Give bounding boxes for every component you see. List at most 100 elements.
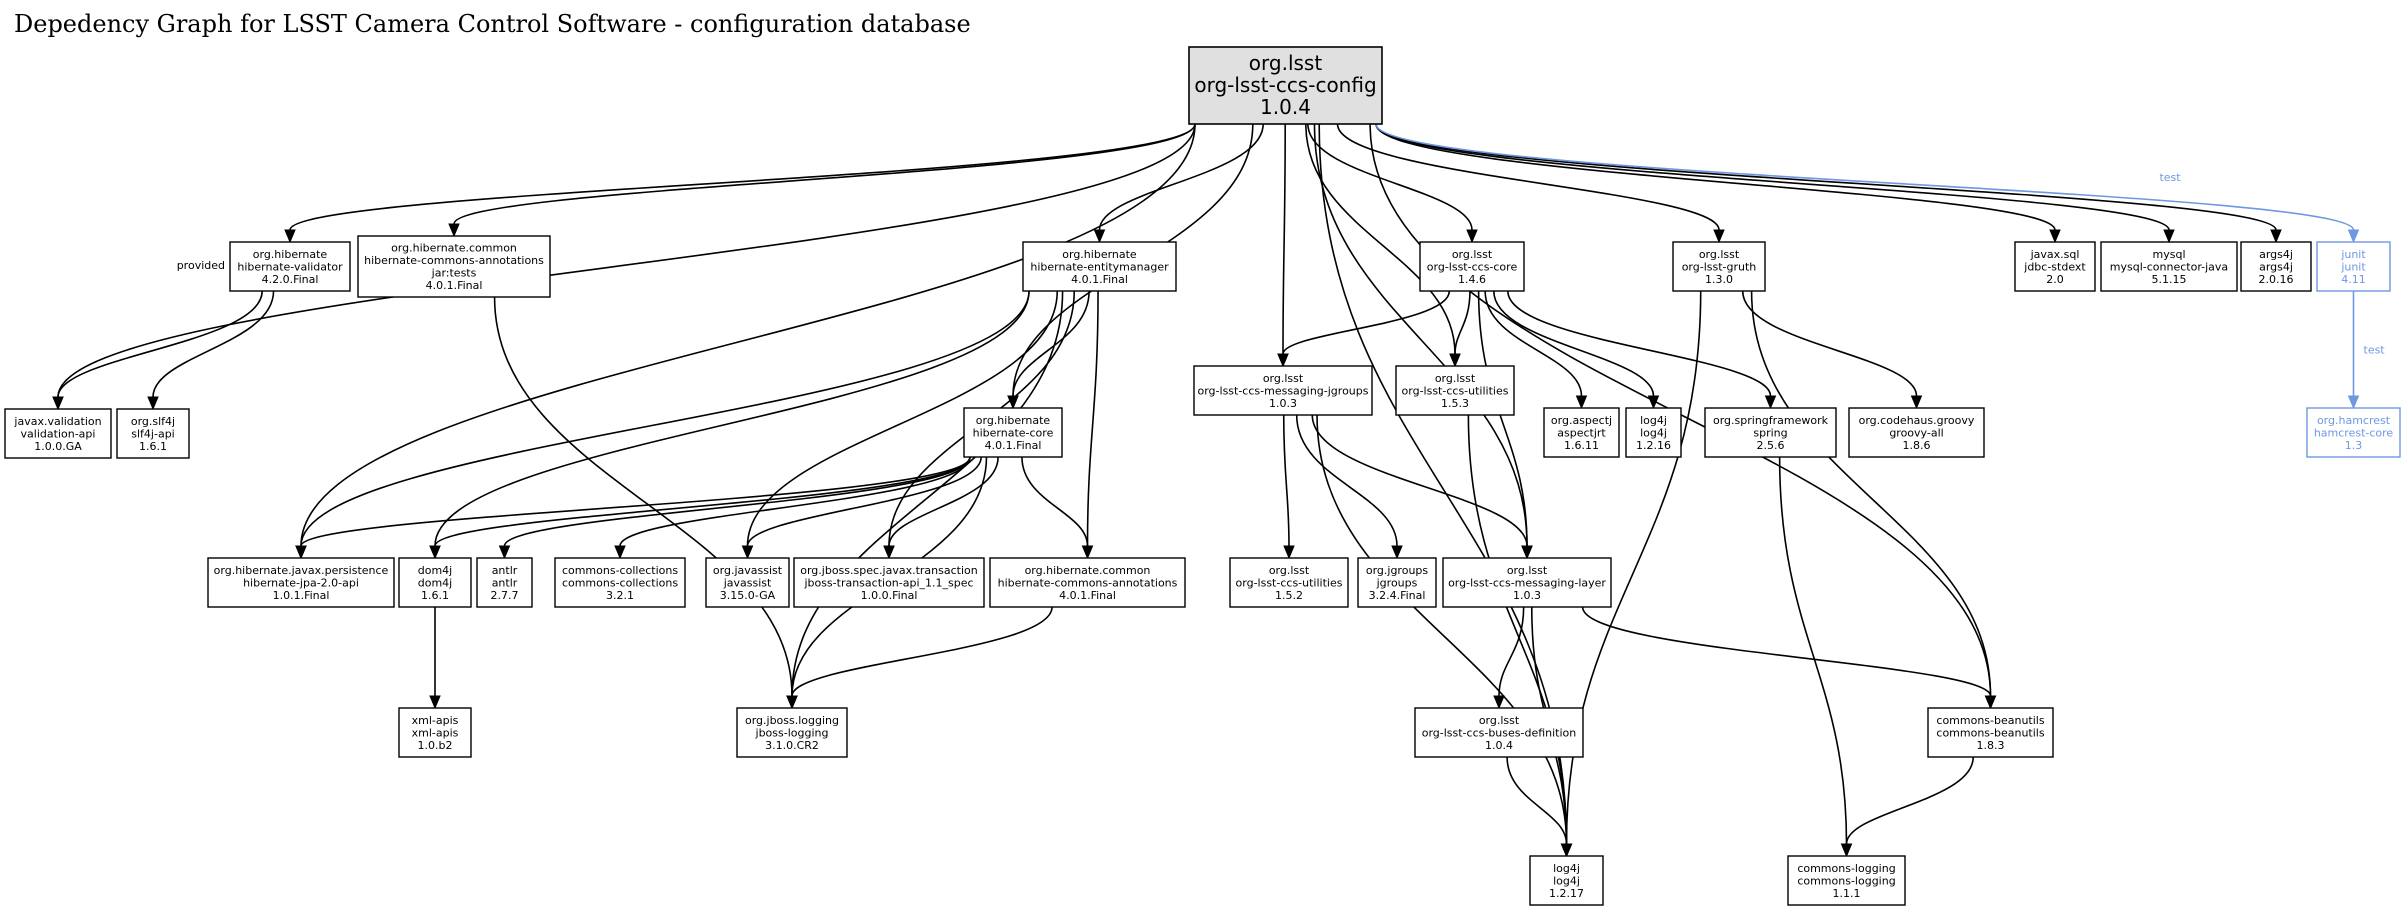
arrowhead	[2270, 229, 2282, 244]
node-label-line: 1.0.3	[1269, 397, 1297, 410]
node-label-line: commons-beanutils	[1936, 726, 2044, 739]
edge-root-to-hib-validator	[284, 123, 1196, 244]
edge-hib-core-to-jpa	[295, 456, 971, 560]
node-label-line: args4j	[2259, 260, 2293, 273]
node-box	[1927, 707, 2054, 758]
node-box	[1529, 855, 1604, 906]
node-jta[interactable]: org.jboss.spec.javax.transactionjboss-tr…	[793, 557, 985, 608]
node-label-line: org.jboss.spec.javax.transaction	[800, 564, 978, 577]
node-buses-def[interactable]: org.lsstorg-lsst-ccs-buses-definition1.0…	[1414, 707, 1584, 758]
node-box	[1229, 557, 1349, 608]
node-label-line: jar:tests	[431, 267, 477, 280]
node-label-line: junit	[2340, 260, 2366, 273]
node-label-line: junit	[2340, 248, 2366, 261]
arrowhead	[1840, 843, 1853, 858]
edge-line	[888, 456, 999, 547]
node-label-line: org.springframework	[1713, 414, 1829, 427]
edge-label: test	[2364, 344, 2386, 357]
edge-line	[1741, 290, 1918, 397]
node-label-line: 4.0.1.Final	[985, 439, 1042, 452]
edge-line	[791, 606, 1053, 697]
arrowhead	[1575, 395, 1588, 410]
node-label-line: 4.2.0.Final	[262, 273, 319, 286]
edge-line	[453, 123, 1196, 225]
arrowhead	[2163, 229, 2175, 244]
node-label-line: commons-collections	[562, 564, 678, 577]
node-box	[1193, 365, 1373, 416]
edge-line	[57, 290, 263, 398]
node-box	[1022, 241, 1177, 292]
arrowhead	[448, 223, 460, 238]
edge-line	[300, 456, 971, 547]
edge-junit-to-hamcrest: test	[2347, 291, 2386, 410]
edge-hib-common-tests-to-jboss-logging	[493, 296, 798, 710]
edge-line	[1506, 756, 1568, 845]
node-messaging-layer[interactable]: org.lsstorg-lsst-ccs-messaging-layer1.0.…	[1442, 557, 1612, 608]
node-label-line: 3.1.0.CR2	[765, 739, 819, 752]
node-label-line: 1.5.2	[1275, 589, 1303, 602]
edge-line	[1845, 756, 1975, 845]
node-label-line: 4.0.1.Final	[1071, 273, 1128, 286]
edge-root-to-mysql	[1375, 123, 2175, 244]
node-label-line: hamcrest-core	[2314, 426, 2394, 439]
node-hib-validator[interactable]: org.hibernatehibernate-validator4.2.0.Fi…	[229, 241, 351, 292]
edge-line	[300, 290, 1030, 547]
node-hib-common[interactable]: org.hibernate.commonhibernate-commons-an…	[989, 557, 1186, 608]
node-box	[2316, 241, 2391, 292]
node-label-line: org.hamcrest	[2317, 414, 2391, 427]
node-label-line: 1.3.0	[1705, 273, 1733, 286]
node-label-line: hibernate-jpa-2.0-api	[243, 576, 359, 589]
node-label-line: antlr	[492, 564, 518, 577]
node-messaging-jgroups[interactable]: org.lsstorg-lsst-ccs-messaging-jgroups1.…	[1193, 365, 1373, 416]
node-label-line: jboss-transaction-api_1.1_spec	[803, 576, 973, 589]
edge-root-to-messaging-layer	[1313, 123, 1533, 560]
node-label-line: 1.0.0.GA	[34, 440, 82, 453]
node-label-line: commons-collections	[562, 576, 678, 589]
node-box	[1704, 407, 1837, 458]
edge-line	[1098, 123, 1264, 231]
edge-ccs-core-to-messaging-jgroups	[1277, 290, 1451, 368]
node-jpa[interactable]: org.hibernate.javax.persistencehibernate…	[207, 557, 395, 608]
node-label-line: 1.2.16	[1636, 439, 1671, 452]
node-commons-collections[interactable]: commons-collectionscommons-collections3.…	[554, 557, 686, 608]
node-label-line: 1.5.3	[1441, 397, 1469, 410]
edge-line	[1021, 456, 1089, 547]
node-label-line: 1.8.6	[1903, 439, 1931, 452]
node-label-line: log4j	[1640, 414, 1667, 427]
node-hib-em[interactable]: org.hibernatehibernate-entitymanager4.0.…	[1022, 241, 1177, 292]
edge-line	[300, 123, 1196, 547]
node-label-line: org.jboss.logging	[745, 714, 839, 727]
node-label-line: 1.6.1	[421, 589, 449, 602]
node-hib-common-tests[interactable]: org.hibernate.commonhibernate-commons-an…	[357, 235, 551, 298]
node-label-line: jgroups	[1376, 576, 1418, 589]
node-label-line: slf4j-api	[131, 427, 174, 440]
node-label-line: 1.6.11	[1564, 439, 1599, 452]
arrowhead	[295, 545, 307, 560]
